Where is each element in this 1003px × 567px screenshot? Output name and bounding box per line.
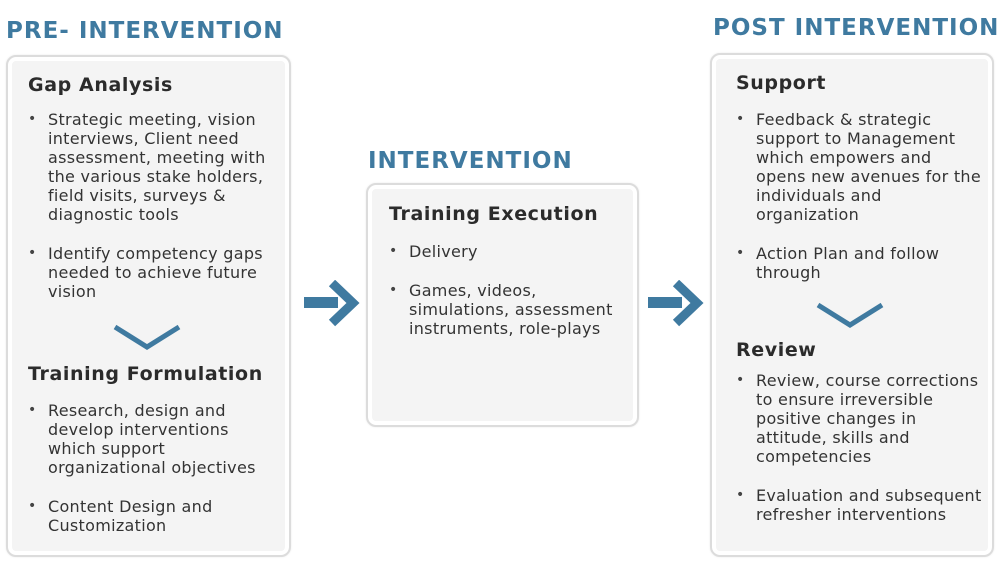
pre-intervention-card: Gap Analysis Strategic meeting, vision i… xyxy=(6,55,291,557)
intervention-card: Training Execution Delivery Games, video… xyxy=(366,183,639,427)
chevron-down-icon xyxy=(113,324,181,350)
list-item: Feedback & strategic support to Manageme… xyxy=(736,110,984,224)
intervention-title: INTERVENTION xyxy=(368,148,573,174)
list-item: Identify competency gaps needed to achie… xyxy=(28,244,280,301)
list-item: Games, videos, simulations, assessment i… xyxy=(389,281,629,338)
list-item: Content Design and Customization xyxy=(28,497,280,535)
post-intervention-title: POST INTERVENTION xyxy=(713,15,1000,41)
gap-analysis-list: Strategic meeting, vision interviews, Cl… xyxy=(28,110,280,321)
arrow-right-icon xyxy=(304,280,360,327)
list-item: Research, design and develop interventio… xyxy=(28,401,280,477)
training-formulation-list: Research, design and develop interventio… xyxy=(28,401,280,555)
gap-analysis-title: Gap Analysis xyxy=(28,74,173,96)
list-item: Strategic meeting, vision interviews, Cl… xyxy=(28,110,280,224)
training-execution-list: Delivery Games, videos, simulations, ass… xyxy=(389,242,629,358)
arrow-right-icon xyxy=(648,280,704,327)
post-intervention-card: Support Feedback & strategic support to … xyxy=(710,53,994,557)
chevron-down-icon xyxy=(816,302,884,328)
pre-intervention-title: PRE- INTERVENTION xyxy=(6,18,284,44)
support-title: Support xyxy=(736,72,827,94)
training-execution-title: Training Execution xyxy=(389,203,599,225)
list-item: Review, course corrections to ensure irr… xyxy=(736,371,984,466)
review-list: Review, course corrections to ensure irr… xyxy=(736,371,984,544)
training-formulation-title: Training Formulation xyxy=(28,363,263,385)
list-item: Evaluation and subsequent refresher inte… xyxy=(736,486,984,524)
list-item: Delivery xyxy=(389,242,629,261)
review-title: Review xyxy=(736,339,817,361)
list-item: Action Plan and follow through xyxy=(736,244,984,282)
support-list: Feedback & strategic support to Manageme… xyxy=(736,110,984,302)
